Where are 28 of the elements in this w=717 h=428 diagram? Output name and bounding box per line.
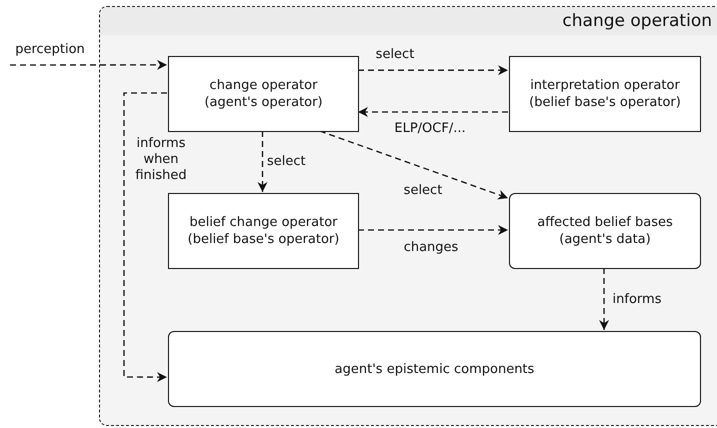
box-label: interpretation operator (belief base's operator) — [528, 77, 682, 111]
edge-label: ELP/OCF/... — [393, 121, 467, 137]
process-box — [168, 56, 359, 132]
arrow — [320, 130, 508, 200]
arrow — [358, 65, 508, 76]
box-label: affected belief bases (agent's data) — [536, 214, 674, 248]
edge-label: select — [374, 47, 416, 63]
arrow — [358, 225, 508, 235]
edge-label: informs when finished — [134, 136, 188, 184]
edge-label: changes — [402, 240, 460, 256]
arrow — [10, 60, 167, 70]
group-container — [99, 6, 717, 426]
process-box — [509, 193, 701, 269]
process-box — [509, 56, 701, 132]
box-label: agent's epistemic components — [334, 360, 534, 378]
process-box — [168, 193, 359, 269]
edge-label: select — [267, 154, 303, 170]
box-label: belief change operator (belief base's operator) — [186, 214, 340, 248]
process-box — [168, 331, 701, 407]
edge-label: perception — [14, 42, 86, 58]
arrow — [599, 268, 610, 330]
arrow — [358, 107, 508, 117]
group-title: change operation — [562, 11, 712, 31]
edge-label: select — [402, 183, 444, 199]
box-label: change operator (agent's operator) — [203, 77, 324, 111]
arrow — [123, 92, 167, 382]
arrow — [258, 131, 268, 192]
edge-label: informs — [612, 292, 662, 308]
